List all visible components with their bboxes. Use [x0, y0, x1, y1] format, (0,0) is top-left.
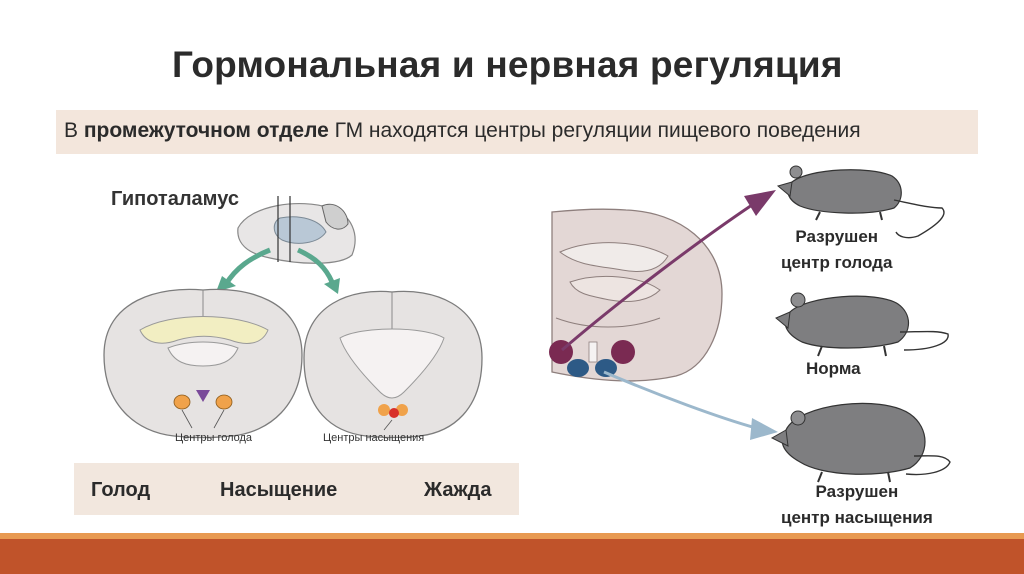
arrow-hunger-lesion-icon [561, 203, 753, 352]
arrow-satiety-lesion-icon [603, 370, 757, 430]
arrow-left-icon [223, 247, 271, 286]
arrow-left-head-icon [216, 276, 236, 292]
hunger-centers-label: Центры голода [175, 432, 253, 444]
state-hunger: Голод [91, 479, 151, 501]
arrow-satiety-lesion-head-icon [750, 418, 778, 440]
rat-label-hunger-line2: центр голода [781, 253, 893, 272]
arrow-right-head-icon [324, 278, 340, 294]
arrow-hunger-lesion-head-icon [744, 190, 776, 216]
hypothalamus-label: Гипоталамус [111, 188, 239, 210]
states-box: Голод Насыщение Жажда [74, 463, 519, 515]
coronal-slice-satiety-icon [303, 290, 483, 439]
coronal-slice-lesions-icon [549, 208, 723, 382]
satiety-centers-label: Центры насыщения [323, 432, 425, 444]
subtitle-prefix: В [64, 119, 84, 142]
rat-label-normal-line1: Норма [806, 359, 861, 378]
rat-normal-icon [775, 292, 949, 357]
subtitle-suffix: ГМ находятся центры регуляции пищевого п… [328, 119, 861, 142]
rat-label-satiety-lesion: Разрушен центр насыщения [781, 479, 933, 531]
state-satiety: Насыщение [220, 479, 338, 501]
rat-label-satiety-line2: центр насыщения [781, 508, 933, 527]
slide-title: Гормональная и нервная регуляция [172, 44, 843, 85]
arrow-right-icon [296, 247, 335, 284]
footer-bar [0, 539, 1024, 574]
footer-accent-line [0, 533, 1024, 539]
rat-label-normal: Норма [806, 356, 861, 382]
sagittal-brain-icon [237, 196, 356, 264]
rat-label-satiety-line1: Разрушен [815, 482, 899, 501]
rat-label-hunger-lesion: Разрушен центр голода [781, 224, 892, 276]
coronal-slice-hunger-icon [103, 288, 303, 439]
state-thirst: Жажда [424, 479, 492, 501]
rat-label-hunger-line1: Разрушен [795, 227, 879, 246]
rat-thin-icon [776, 165, 945, 239]
rat-obese-icon [770, 402, 951, 483]
subtitle-text: В промежуточном отделе ГМ находятся цент… [64, 119, 861, 143]
subtitle-bold: промежуточном отделе [83, 119, 329, 142]
subtitle-bar: В промежуточном отделе ГМ находятся цент… [56, 110, 978, 154]
